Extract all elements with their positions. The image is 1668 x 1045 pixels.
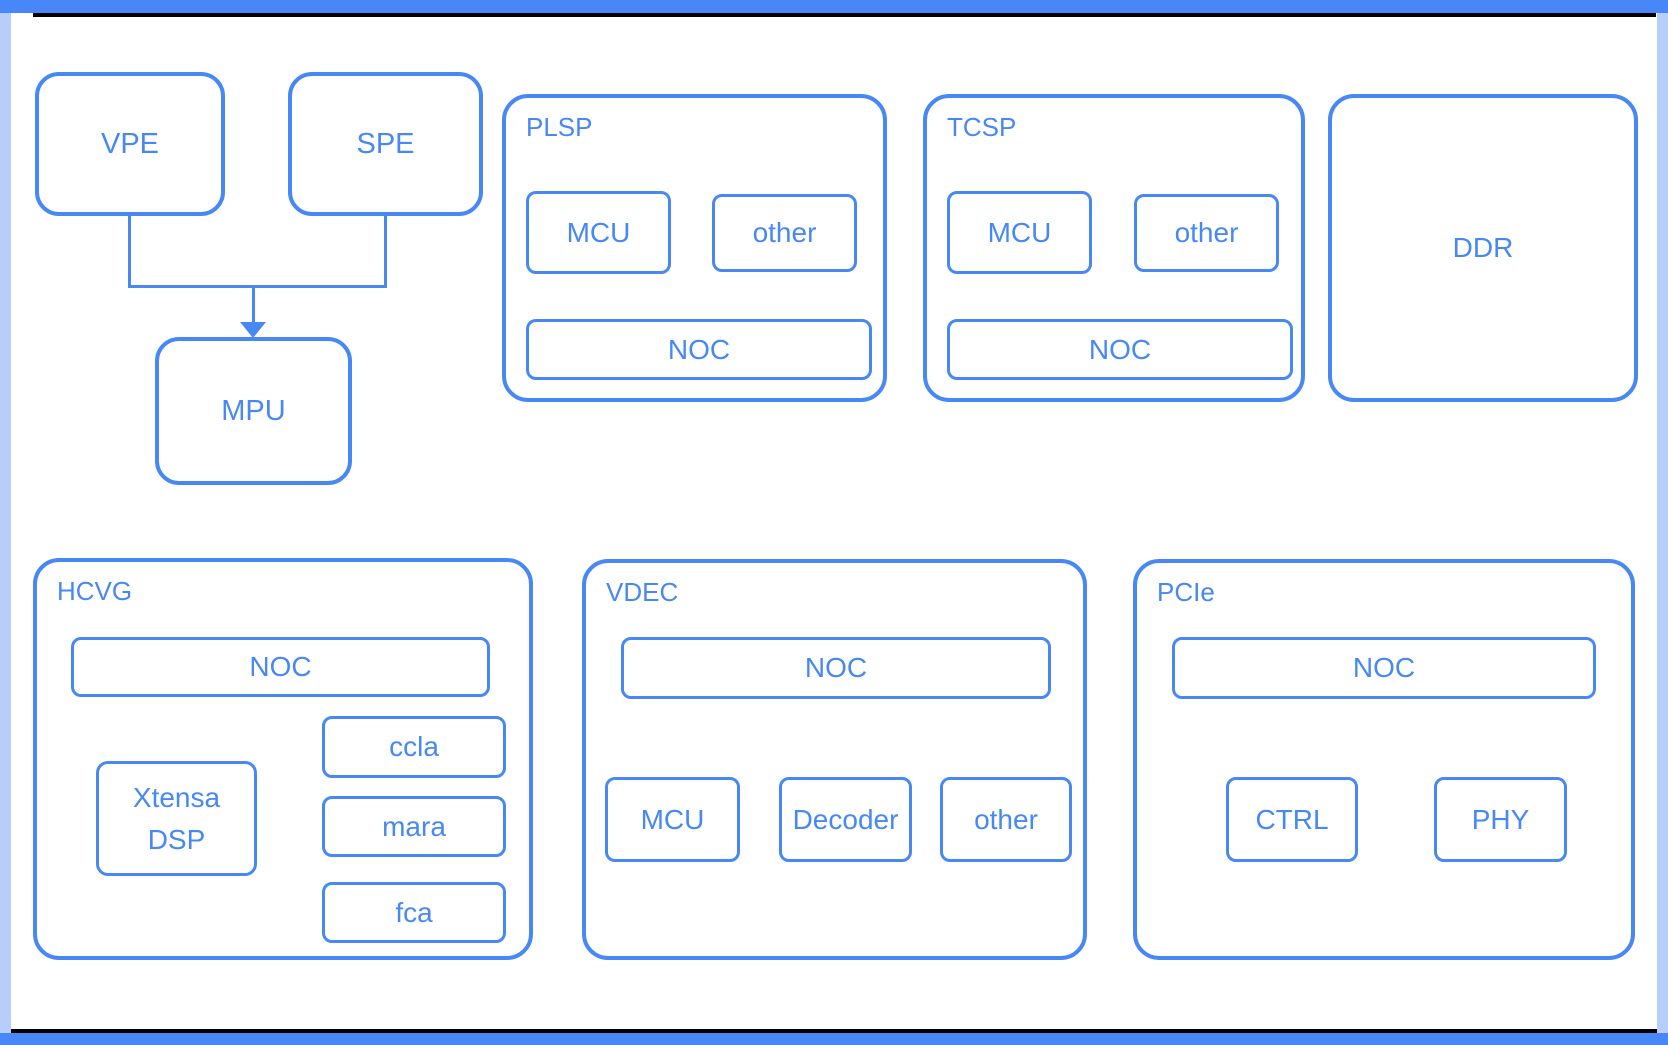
arrow-down-icon (240, 322, 266, 338)
box-hcvg-noc: NOC (71, 637, 490, 697)
connector-spe-drop (384, 214, 387, 285)
group-pcie: PCIe NOC CTRL PHY (1133, 559, 1635, 960)
node-spe: SPE (288, 72, 483, 216)
box-pcie-noc: NOC (1172, 637, 1596, 699)
box-hcvg-xtensa-dsp-line2: DSP (147, 823, 206, 855)
box-pcie-ctrl: CTRL (1226, 777, 1358, 862)
box-tcsp-mcu: MCU (947, 191, 1092, 274)
box-plsp-noc: NOC (526, 319, 872, 380)
node-mpu-label: MPU (221, 394, 286, 427)
node-vpe-label: VPE (100, 127, 160, 160)
node-vpe: VPE (35, 72, 225, 216)
box-hcvg-xtensa-dsp-line1: Xtensa (132, 781, 221, 813)
window-bottom-bar (0, 1033, 1668, 1045)
group-pcie-title: PCIe (1157, 577, 1215, 607)
group-tcsp-title: TCSP (947, 112, 1017, 142)
window-right-strip (1657, 13, 1668, 1033)
window-top-bar (0, 0, 1668, 13)
box-hcvg-mara: mara (322, 796, 506, 857)
box-tcsp-noc: NOC (947, 319, 1293, 380)
connector-vpe-drop (128, 214, 131, 285)
group-hcvg: HCVG NOC ccla Xtensa DSP mara fca (33, 558, 533, 960)
group-plsp: PLSP MCU other NOC (502, 94, 887, 402)
group-vdec: VDEC NOC MCU Decoder other (582, 559, 1087, 960)
box-pcie-phy: PHY (1434, 777, 1567, 862)
box-vdec-mcu: MCU (605, 777, 740, 862)
group-tcsp: TCSP MCU other NOC (923, 94, 1305, 402)
box-tcsp-other: other (1134, 194, 1279, 272)
box-plsp-other: other (712, 194, 857, 272)
node-spe-label: SPE (356, 127, 415, 160)
node-mpu: MPU (155, 337, 352, 485)
node-ddr: DDR (1328, 94, 1638, 402)
box-vdec-other: other (940, 777, 1072, 862)
group-vdec-title: VDEC (606, 577, 679, 607)
box-vdec-noc: NOC (621, 637, 1051, 699)
window-top-border-line (33, 13, 1656, 17)
box-hcvg-xtensa-dsp: Xtensa DSP (96, 761, 257, 876)
box-hcvg-fca: fca (322, 882, 506, 943)
box-vdec-decoder: Decoder (779, 777, 912, 862)
box-hcvg-ccla: ccla (322, 716, 506, 778)
group-hcvg-title: HCVG (57, 576, 133, 606)
connector-junction-line (128, 285, 387, 288)
window-bottom-border-line (11, 1029, 1657, 1033)
group-plsp-title: PLSP (526, 112, 593, 142)
node-ddr-label: DDR (1452, 232, 1514, 263)
box-plsp-mcu: MCU (526, 191, 671, 274)
window-left-strip (0, 13, 11, 1033)
connector-arrow-shaft (252, 287, 255, 323)
